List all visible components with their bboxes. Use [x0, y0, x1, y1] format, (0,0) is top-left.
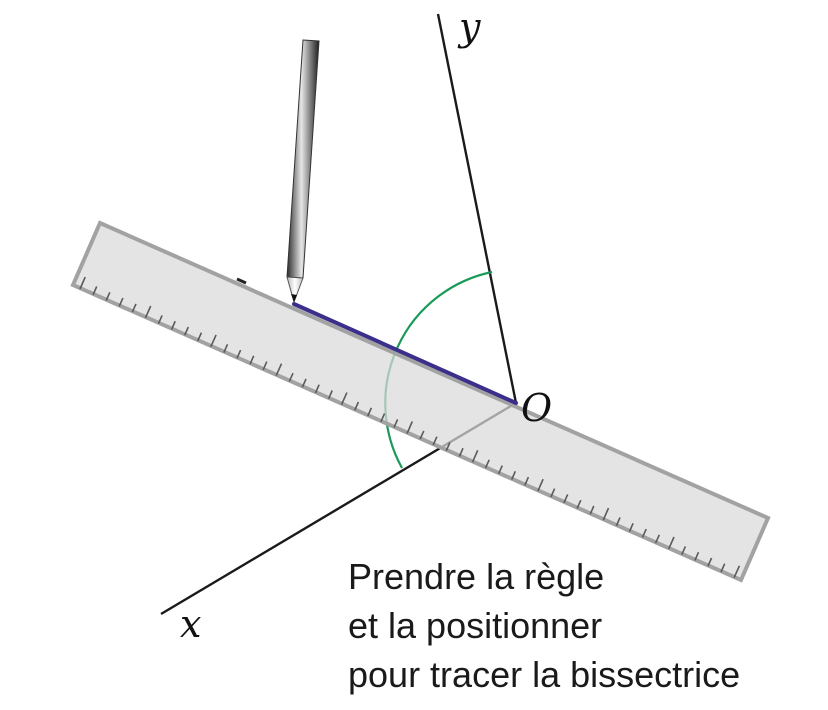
- ruler-tick: [327, 390, 333, 400]
- ruler-tick: [223, 343, 229, 353]
- ruler-tick: [210, 334, 217, 348]
- ruler-tick: [340, 392, 348, 405]
- ruler-tick: [249, 355, 255, 365]
- ruler-tick: [183, 326, 190, 336]
- caption-line-2: et la positionner: [348, 605, 603, 646]
- instruction-caption: Prendre la règle et la positionner pour …: [348, 552, 740, 699]
- ruler-tick: [157, 315, 163, 324]
- ruler-tick: [497, 465, 504, 475]
- ruler-tick: [118, 297, 124, 307]
- ruler-tick: [576, 499, 582, 509]
- ruler-tick: [262, 361, 268, 371]
- ruler-tick: [641, 528, 647, 538]
- ruler-tick: [196, 332, 203, 342]
- ruler-tick: [654, 534, 661, 544]
- ruler-tick: [236, 349, 242, 359]
- ruler-tick: [563, 494, 569, 504]
- ruler-tick: [524, 476, 530, 486]
- ruler-ticks: [79, 276, 741, 579]
- ruler-tick: [131, 303, 137, 313]
- ruler-tick: [105, 291, 111, 301]
- label-o: O: [521, 386, 552, 430]
- ruler-tick: [288, 372, 294, 382]
- ruler-tick: [615, 517, 621, 527]
- ruler-tick: [314, 384, 320, 394]
- ruler-tick: [681, 546, 687, 555]
- ruler-tick: [144, 305, 152, 319]
- label-y: y: [457, 5, 481, 49]
- pencil-body: [286, 39, 320, 279]
- pencil-icon: [286, 39, 320, 304]
- caption-line-3: pour tracer la bissectrice: [348, 654, 741, 695]
- ruler-tick: [353, 401, 360, 411]
- angle-arc: [384, 270, 493, 469]
- ruler-tick: [170, 320, 176, 330]
- ruler-tick: [275, 363, 283, 376]
- edge-mark: [236, 277, 247, 285]
- ruler-tick: [406, 421, 414, 434]
- ruler-tick: [589, 505, 595, 515]
- ruler-body: [70, 220, 771, 583]
- ruler-tick: [694, 551, 700, 561]
- ruler-tick: [707, 557, 713, 567]
- bisector-segment: [292, 302, 518, 405]
- ruler-tick: [667, 536, 675, 550]
- pencil-lead: [291, 294, 297, 302]
- ruler-tick: [550, 488, 556, 498]
- caption-line-1: Prendre la règle: [348, 556, 605, 597]
- label-x: x: [180, 602, 201, 646]
- ruler-tick: [458, 447, 464, 457]
- ruler-tick: [471, 449, 479, 463]
- ruler-tick: [393, 419, 399, 428]
- ruler-tick: [432, 436, 438, 446]
- ruler-tick: [301, 378, 307, 388]
- ruler-icon: [70, 220, 771, 583]
- ruler-tick: [733, 565, 741, 579]
- ruler-tick: [79, 276, 86, 290]
- pencil-tip: [286, 276, 304, 304]
- ruler-tick: [92, 286, 98, 296]
- ruler-tick: [367, 407, 373, 417]
- ruler-tick: [720, 563, 726, 573]
- ruler-tick: [628, 522, 634, 532]
- ruler-tick: [537, 478, 544, 492]
- ruler-tick: [484, 459, 490, 469]
- ruler-tick: [445, 442, 451, 452]
- ray-oy: [436, 13, 518, 404]
- ruler-tick: [602, 507, 610, 521]
- ruler-tick: [419, 430, 425, 440]
- ruler-tick: [380, 413, 386, 423]
- ruler-tick: [510, 470, 517, 480]
